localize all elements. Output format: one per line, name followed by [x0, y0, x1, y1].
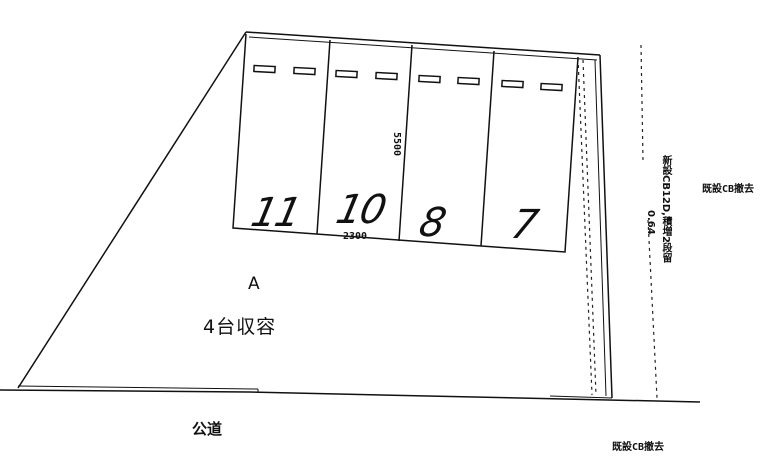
capacity-label: 4台収容 — [203, 316, 277, 338]
area-label: A — [248, 274, 260, 294]
new-wall-height: 0.64 — [645, 210, 656, 235]
road-label: 公道 — [192, 420, 223, 438]
lot-boundary-right — [599, 54, 613, 399]
dimension-width: 2300 — [343, 231, 368, 242]
lot-boundary-top — [245, 31, 601, 56]
wheel-stops — [253, 64, 563, 92]
dimension-depth: 5500 — [391, 132, 402, 157]
lot-boundary-left — [17, 31, 247, 389]
parking-space-number: 11 — [247, 190, 304, 236]
parking-grid — [232, 33, 579, 253]
existing-cb-removed-note-bottom: 既設CB撤去 — [612, 442, 665, 453]
road-edge — [0, 389, 701, 403]
new-wall-note: 新設CB12D,積増2段留 — [660, 155, 671, 263]
existing-cb-removed-note: 既設CB撤去 — [702, 184, 755, 195]
parking-space-number: 10 — [332, 187, 389, 233]
